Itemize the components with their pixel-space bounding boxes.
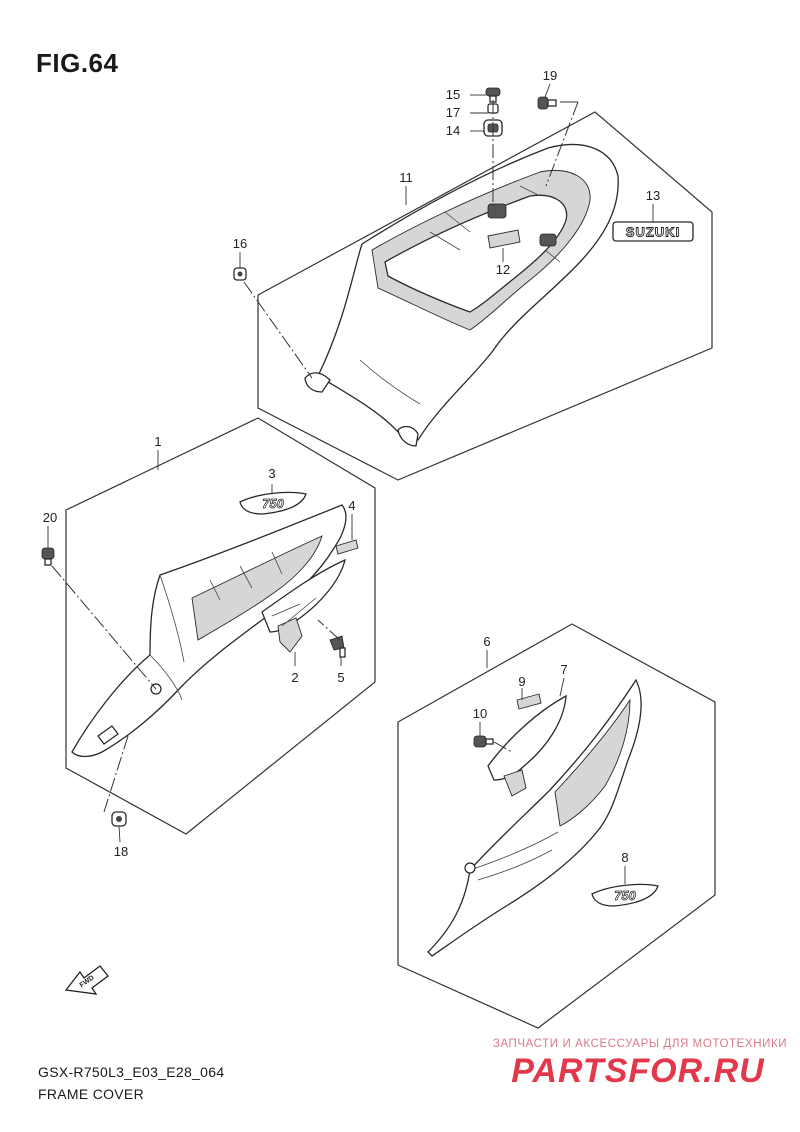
callout-11: 11 bbox=[399, 170, 413, 185]
figure-title: FIG.64 bbox=[36, 48, 119, 78]
callout-10: 10 bbox=[473, 706, 487, 721]
callout-20: 20 bbox=[43, 510, 57, 525]
left-cover-label-decal bbox=[335, 539, 359, 555]
750-emblem-left: 750 bbox=[239, 491, 307, 515]
screw-20 bbox=[41, 547, 55, 566]
callout-12: 12 bbox=[496, 262, 510, 277]
callout-4: 4 bbox=[348, 498, 355, 513]
callout-14: 14 bbox=[446, 123, 460, 138]
callout-3: 3 bbox=[268, 466, 275, 481]
screw-5 bbox=[329, 635, 346, 658]
section-name-label: FRAME COVER bbox=[38, 1086, 144, 1102]
seat-label-decal bbox=[487, 229, 521, 249]
callout-15: 15 bbox=[446, 87, 460, 102]
right-cover-label-decal bbox=[516, 693, 542, 710]
bolt-15 bbox=[485, 87, 501, 103]
callout-8: 8 bbox=[621, 850, 628, 865]
watermark-tagline: ЗАПЧАСТИ И АКСЕССУАРЫ ДЛЯ МОТОТЕХНИКИ bbox=[492, 1038, 788, 1050]
assembly-centerlines bbox=[51, 100, 579, 813]
left-frame-cover bbox=[71, 504, 347, 758]
left-frame-cover-assembly-frame bbox=[65, 417, 376, 835]
bolt-19 bbox=[537, 96, 557, 110]
750-emblem-right-text: 750 bbox=[614, 888, 636, 903]
watermark-brand: PARTSFOR.RU bbox=[511, 1052, 765, 1090]
callout-7: 7 bbox=[560, 662, 567, 677]
callout-18: 18 bbox=[114, 844, 128, 859]
right-frame-cover bbox=[427, 678, 642, 957]
model-code-label: GSX-R750L3_E03_E28_064 bbox=[38, 1064, 225, 1080]
nut-16 bbox=[233, 267, 247, 281]
callout-5: 5 bbox=[337, 670, 344, 685]
leader-lines bbox=[47, 83, 654, 884]
callout-17: 17 bbox=[446, 105, 460, 120]
screw-10 bbox=[473, 735, 494, 748]
callout-9: 9 bbox=[518, 674, 525, 689]
suzuki-emblem: SUZUKI bbox=[612, 221, 694, 242]
callout-2: 2 bbox=[291, 670, 298, 685]
frame-cover-bracket bbox=[261, 558, 346, 653]
frame-cover-mount-hole bbox=[464, 862, 476, 874]
750-emblem-right: 750 bbox=[591, 883, 659, 907]
forward-direction-arrow: FWD bbox=[64, 965, 109, 995]
750-emblem-left-text: 750 bbox=[262, 496, 284, 511]
seat-tail-assembly-frame bbox=[257, 111, 713, 481]
seat-tail-bolt-hole bbox=[487, 203, 507, 219]
callout-13: 13 bbox=[646, 188, 660, 203]
callout-6: 6 bbox=[483, 634, 490, 649]
seat-tail-cover bbox=[304, 143, 619, 447]
callout-19: 19 bbox=[543, 68, 557, 83]
suzuki-emblem-text: SUZUKI bbox=[626, 225, 680, 240]
callout-1: 1 bbox=[154, 434, 161, 449]
right-frame-cover-assembly-frame bbox=[397, 623, 716, 1029]
callout-numbers: 1 2 3 4 5 6 7 8 9 10 11 12 13 14 15 16 1… bbox=[43, 68, 660, 865]
nut-18 bbox=[111, 811, 127, 827]
seat-tail-bolt-hole bbox=[539, 233, 557, 247]
callout-16: 16 bbox=[233, 236, 247, 251]
right-cover-bracket bbox=[487, 694, 567, 797]
